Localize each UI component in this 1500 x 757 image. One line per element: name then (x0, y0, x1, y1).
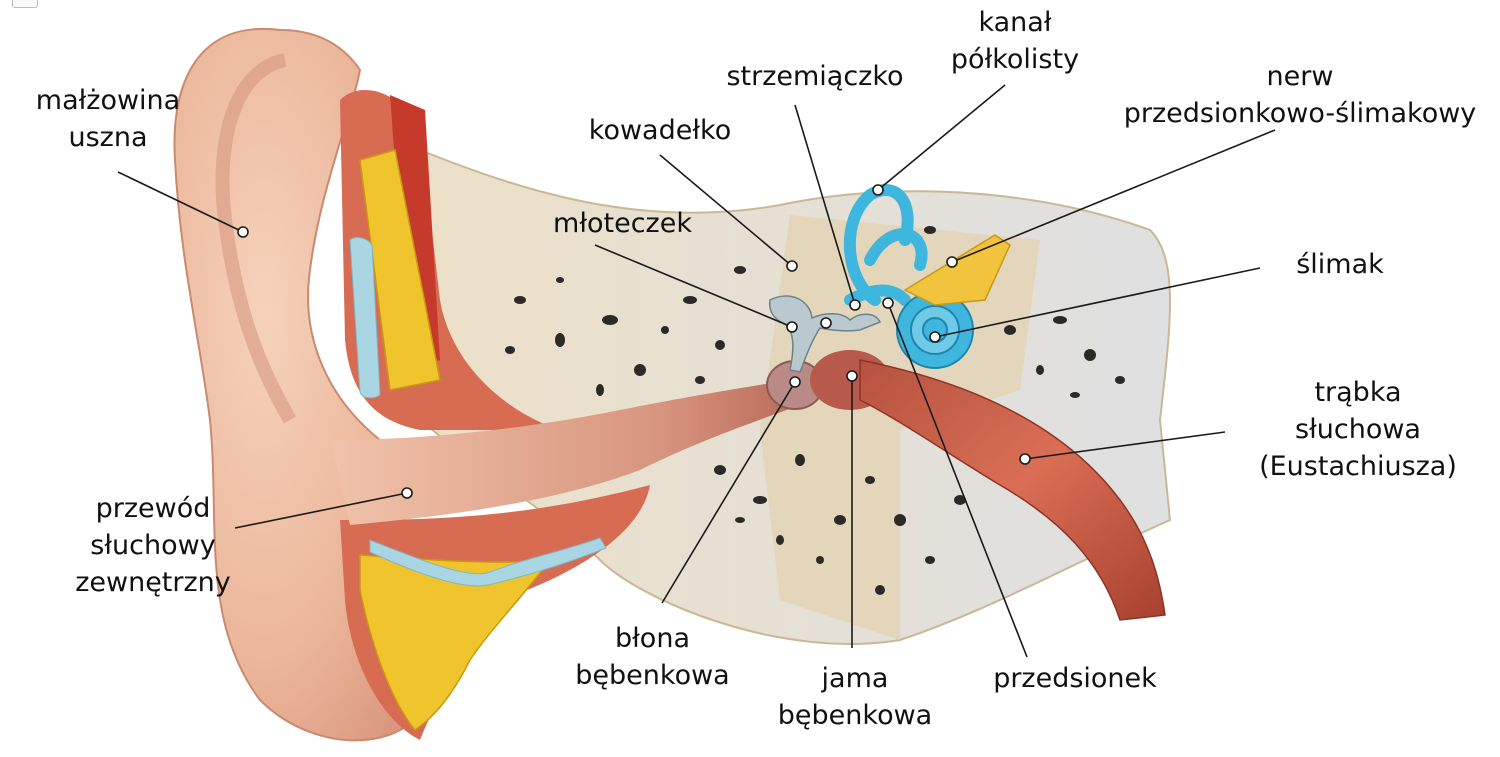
label-jama-line-1: jama (770, 660, 940, 697)
label-malzowina-line-2: uszna (13, 119, 203, 156)
label-przewod: przewód słuchowy zewnętrzny (58, 490, 248, 601)
label-przewod-line-3: zewnętrzny (58, 564, 248, 601)
label-przedsionek: przedsionek (975, 660, 1175, 697)
label-strzemiaczko-line-1: strzemiączko (705, 58, 925, 95)
label-przewod-line-2: słuchowy (58, 527, 248, 564)
label-nerw: nerw przedsionkowo-ślimakowy (1105, 58, 1495, 132)
label-trabka-line-1: trąbka (1238, 374, 1478, 411)
label-slimak-line-1: ślimak (1270, 246, 1410, 283)
label-kanal: kanał półkolisty (935, 4, 1095, 78)
label-trabka-line-3: (Eustachiusza) (1238, 448, 1478, 485)
label-przedsionek-line-1: przedsionek (975, 660, 1175, 697)
label-jama: jama bębenkowa (770, 660, 940, 734)
label-kanal-line-1: kanał (935, 4, 1095, 41)
label-kanal-line-2: półkolisty (935, 41, 1095, 78)
label-slimak: ślimak (1270, 246, 1410, 283)
label-malzowina-line-1: małżowina (13, 82, 203, 119)
label-trabka: trąbka słuchowa (Eustachiusza) (1238, 374, 1478, 485)
label-jama-line-2: bębenkowa (770, 697, 940, 734)
label-malzowina: małżowina uszna (13, 82, 203, 156)
label-blona-line-2: bębenkowa (560, 657, 745, 694)
label-nerw-line-2: przedsionkowo-ślimakowy (1105, 95, 1495, 132)
label-przewod-line-1: przewód (58, 490, 248, 527)
label-trabka-line-2: słuchowa (1238, 411, 1478, 448)
label-kowadelko-line-1: kowadełko (560, 112, 760, 149)
label-mloteczek-line-1: młoteczek (530, 205, 715, 242)
label-blona: błona bębenkowa (560, 620, 745, 694)
label-strzemiaczko: strzemiączko (705, 58, 925, 95)
label-kowadelko: kowadełko (560, 112, 760, 149)
label-mloteczek: młoteczek (530, 205, 715, 242)
label-nerw-line-1: nerw (1105, 58, 1495, 95)
label-blona-line-1: błona (560, 620, 745, 657)
leader-kanal (878, 85, 1005, 190)
